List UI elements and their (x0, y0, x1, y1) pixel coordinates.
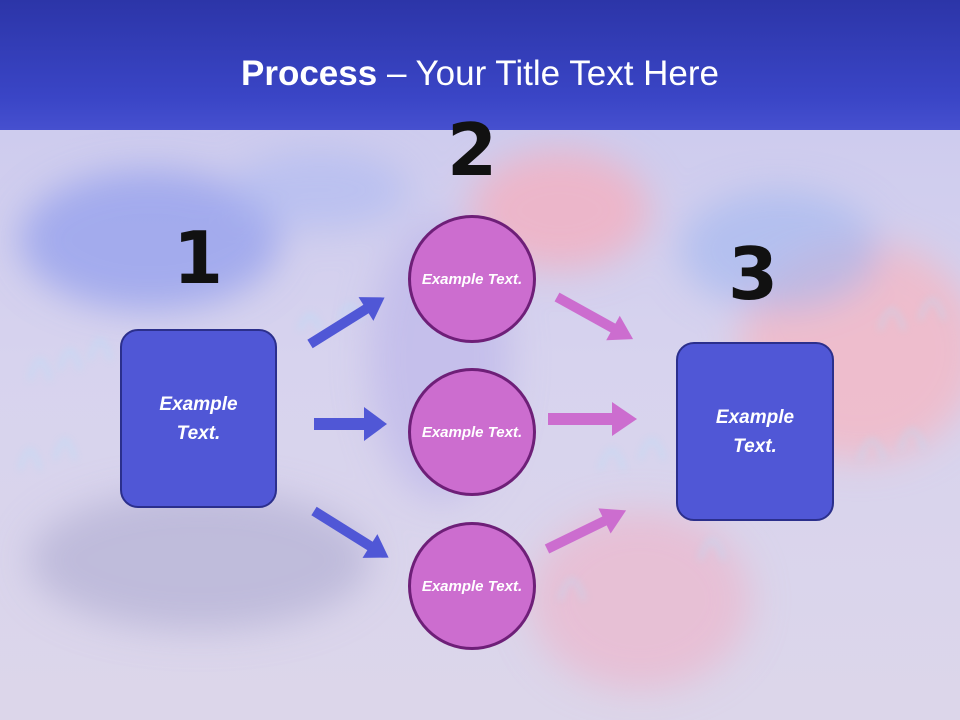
step-number-2: 2 (446, 108, 498, 192)
title-band (0, 0, 960, 130)
title-rest: – Your Title Text Here (377, 54, 719, 93)
arrow-from-top-circle (554, 292, 634, 341)
step-3-box: Example Text. (676, 342, 834, 521)
arrow-to-top-circle (307, 297, 385, 349)
step-1-box: Example Text. (120, 329, 277, 508)
arrow-from-bottom-circle (544, 508, 627, 554)
circle-top-label: Example Text. (421, 270, 523, 288)
step-2-circle-bottom: Example Text. (408, 522, 536, 650)
arrow-from-middle-circle (548, 402, 637, 436)
arrow-to-middle-circle (314, 407, 387, 441)
arrow-to-bottom-circle (311, 506, 389, 558)
step-number-3: 3 (727, 232, 779, 316)
step-2-circle-middle: Example Text. (408, 368, 536, 496)
step-2-circle-top: Example Text. (408, 215, 536, 343)
circle-bottom-label: Example Text. (421, 577, 523, 595)
step-number-1: 1 (172, 216, 224, 300)
title-bold: Process (241, 54, 378, 93)
circle-middle-label: Example Text. (421, 423, 523, 441)
step-3-label: Example Text. (715, 406, 795, 457)
step-1-label: Example Text. (159, 393, 238, 444)
slide-title: Process – Your Title Text Here (0, 52, 960, 96)
